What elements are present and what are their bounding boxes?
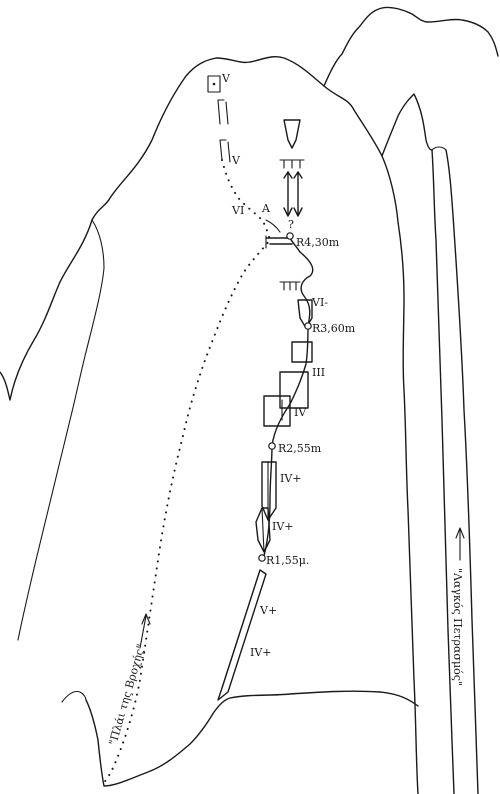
- mark-question: ?: [288, 218, 294, 231]
- ground-left-rise: [61, 690, 87, 703]
- belay-label-r2: R2,55m: [278, 442, 322, 455]
- grade-iii: III: [312, 366, 325, 379]
- right-path-label: "Λαγκός Πετρασμός": [451, 568, 464, 686]
- route-line: [263, 237, 314, 557]
- pitch-1-upper-block: [255, 507, 271, 553]
- belay-r1: [258, 554, 266, 562]
- belay-r2: [268, 442, 276, 450]
- belay-label-r4: R4,30m: [296, 236, 340, 249]
- grade-iv: IV: [294, 406, 307, 419]
- traverse-junction: [265, 219, 293, 249]
- grade-top-v1: V: [221, 72, 231, 85]
- belay-label-r3: R3,60m: [312, 322, 356, 335]
- couloir-line-right: [445, 149, 479, 794]
- belay-r4: [286, 232, 294, 240]
- left-path-label: "Πλάι της Βροχής": [106, 642, 147, 746]
- top-exit-cracks: [279, 119, 305, 217]
- grade-vi-minus: VI-: [311, 296, 328, 309]
- variant-dotted-upper: [207, 75, 231, 163]
- pitch-2-block: [261, 461, 277, 521]
- belay-label-r1: R1,55μ.: [266, 554, 309, 567]
- ground-line: [85, 690, 419, 787]
- grade-v-plus: V+: [259, 604, 277, 617]
- rock-face-ridge: [17, 219, 105, 641]
- rock-outline-left: [0, 55, 419, 794]
- left-path-arrow: [139, 613, 151, 649]
- belay-r3: [304, 322, 312, 330]
- mark-a: A: [261, 202, 271, 215]
- pitch-1-pillar: [217, 569, 267, 701]
- couloir-line-left: [431, 149, 455, 794]
- grade-iv-plus-3: IV+: [250, 646, 272, 659]
- couloir-top: [431, 146, 447, 151]
- grade-left-vi: VI: [231, 204, 244, 217]
- grade-top-v2: V: [231, 154, 241, 167]
- right-path-arrow: [455, 527, 465, 561]
- rock-outline-back: [323, 6, 499, 87]
- overhang-mark-mid: [279, 281, 301, 291]
- grade-iv-plus-2: IV+: [272, 520, 294, 533]
- pitch-3-blocks: [263, 341, 313, 427]
- grade-iv-plus-1: IV+: [280, 472, 302, 485]
- rock-outline-back-lower: [381, 93, 433, 157]
